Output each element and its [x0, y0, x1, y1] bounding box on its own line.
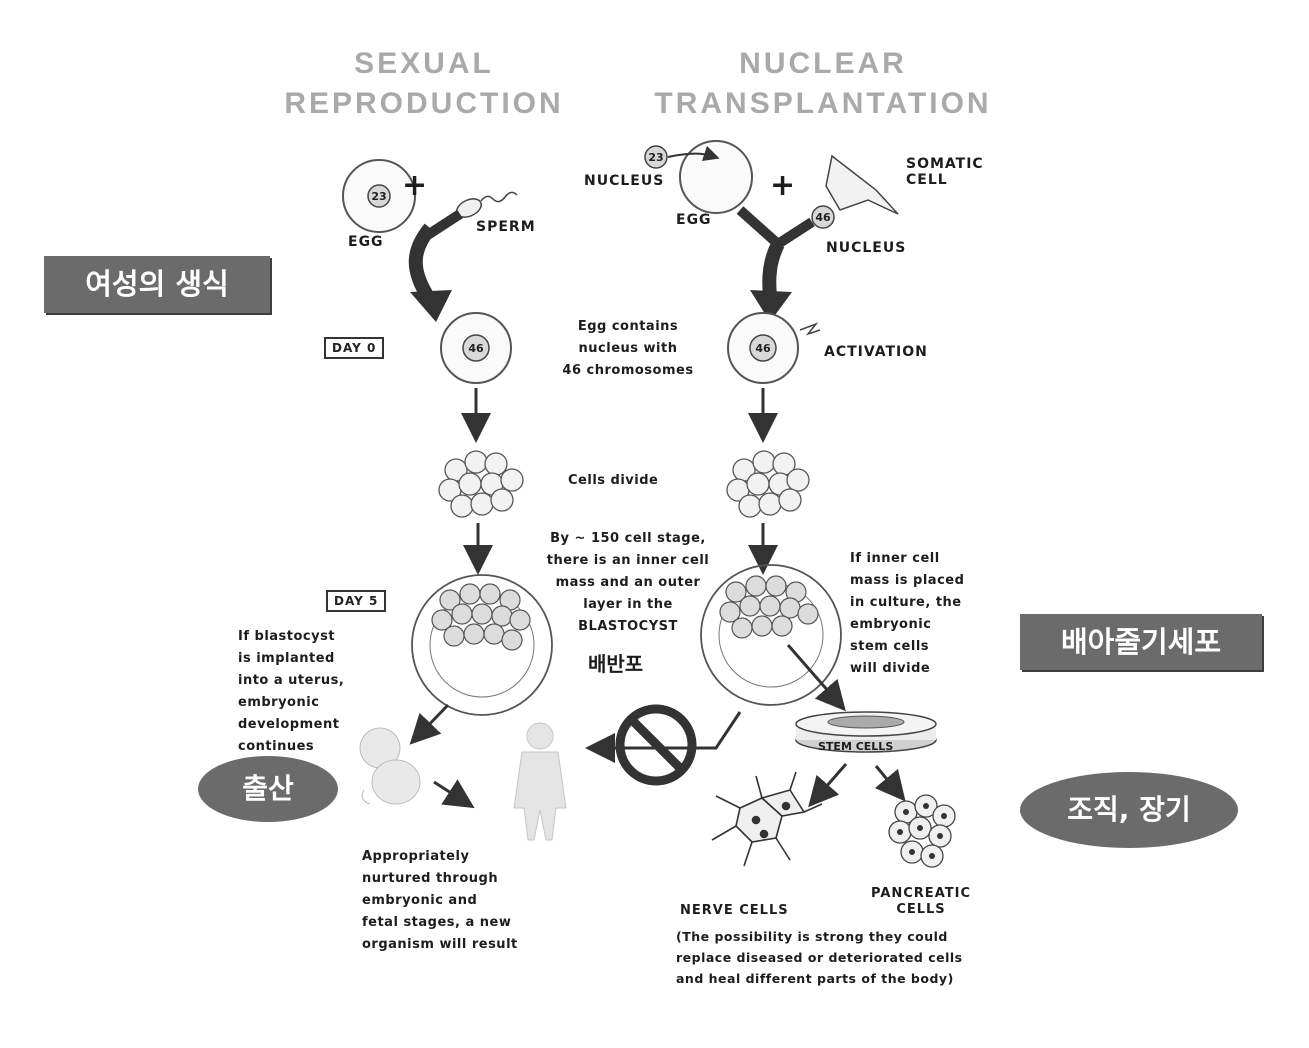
blastocyst-right [700, 564, 842, 706]
nerve-cells-label: NERVE CELLS [680, 903, 789, 918]
caption-implanted: If blastocyst is implanted into a uterus… [238, 629, 345, 754]
pancreatic-cells-drawing [888, 794, 956, 868]
transplant-arrowhead [750, 290, 792, 322]
day-0-box: DAY 0 [324, 337, 385, 359]
stem-cell-dish [795, 711, 937, 753]
svg-text:23: 23 [648, 151, 663, 164]
egg-label-right: EGG [676, 212, 712, 228]
svg-text:46: 46 [755, 342, 771, 355]
transplant-arrow [762, 240, 785, 297]
dividing-cells-left [438, 450, 524, 518]
stem-cells-label: STEM CELLS [818, 740, 894, 753]
caption-egg-contains: Egg contains nucleus with 46 chromosomes [562, 319, 694, 378]
caption-blastocyst: By ~ 150 cell stage, there is an inner c… [546, 531, 710, 634]
nucleus-label-removed: NUCLEUS [584, 173, 665, 189]
transplant-join-left [736, 206, 782, 248]
label-tissue-organ: 조직, 장기 [1020, 772, 1238, 848]
caption-cells-divide: Cells divide [568, 473, 659, 488]
label-female-reproduction: 여성의 생식 [44, 256, 270, 313]
caption-nurtured: Appropriately nurtured through embryonic… [362, 849, 518, 952]
plus-sign-left: + [402, 168, 429, 203]
activation-label: ACTIVATION [824, 344, 928, 360]
somatic-cell-label: SOMATIC CELL [906, 156, 984, 188]
egg-chromosome-count: 23 [371, 190, 386, 203]
fetus-figure [359, 727, 421, 805]
label-birth: 출산 [198, 756, 338, 822]
arrow-to-fetus [409, 703, 450, 745]
arrow-to-nerve [808, 763, 848, 808]
egg-cell-right [679, 140, 753, 214]
sperm-join-line [417, 209, 463, 245]
activated-egg: 46 [727, 312, 821, 384]
egg-cell-left: 23 [342, 159, 416, 233]
header-nuclear-transplantation: NUCLEAR TRANSPLANTATION [654, 47, 992, 120]
prohibition-icon [615, 704, 697, 786]
nucleus-label-somatic: NUCLEUS [826, 240, 907, 256]
egg-label-left: EGG [348, 234, 384, 250]
header-sexual-reproduction: SEXUAL REPRODUCTION [284, 47, 564, 120]
arrow-to-stem-dish [786, 644, 846, 712]
sperm-label: SPERM [476, 219, 536, 235]
blastocyst-left [411, 574, 553, 716]
activation-spark-icon [799, 322, 821, 336]
dividing-cells-right [726, 450, 810, 518]
caption-inner-cell-mass: If inner cell mass is placed in culture,… [850, 551, 965, 676]
caption-possibility: (The possibility is strong they could re… [676, 929, 963, 986]
fertilization-arrowhead [410, 290, 452, 322]
adult-human-figure [513, 722, 567, 841]
day-5-box: DAY 5 [326, 590, 387, 612]
pancreatic-cells-label: PANCREATIC CELLS [870, 886, 971, 917]
svg-text:46: 46 [815, 211, 831, 224]
removed-nucleus: 23 [644, 145, 720, 169]
fertilized-egg: 46 [440, 312, 512, 384]
nerve-cells-drawing [711, 771, 823, 867]
arrow-to-pancreatic [874, 765, 906, 802]
no-cloning-path [585, 711, 742, 763]
somatic-cell [825, 154, 899, 215]
korean-blastocyst: 배반포 [588, 652, 644, 676]
transplant-join-right [775, 217, 815, 249]
arrow-to-human [433, 779, 475, 809]
sperm-cell [455, 191, 518, 218]
svg-text:46: 46 [468, 342, 484, 355]
plus-sign-right: + [770, 168, 797, 203]
somatic-nucleus: 46 [811, 205, 835, 229]
label-embryonic-stem-cell: 배아줄기세포 [1020, 614, 1262, 670]
